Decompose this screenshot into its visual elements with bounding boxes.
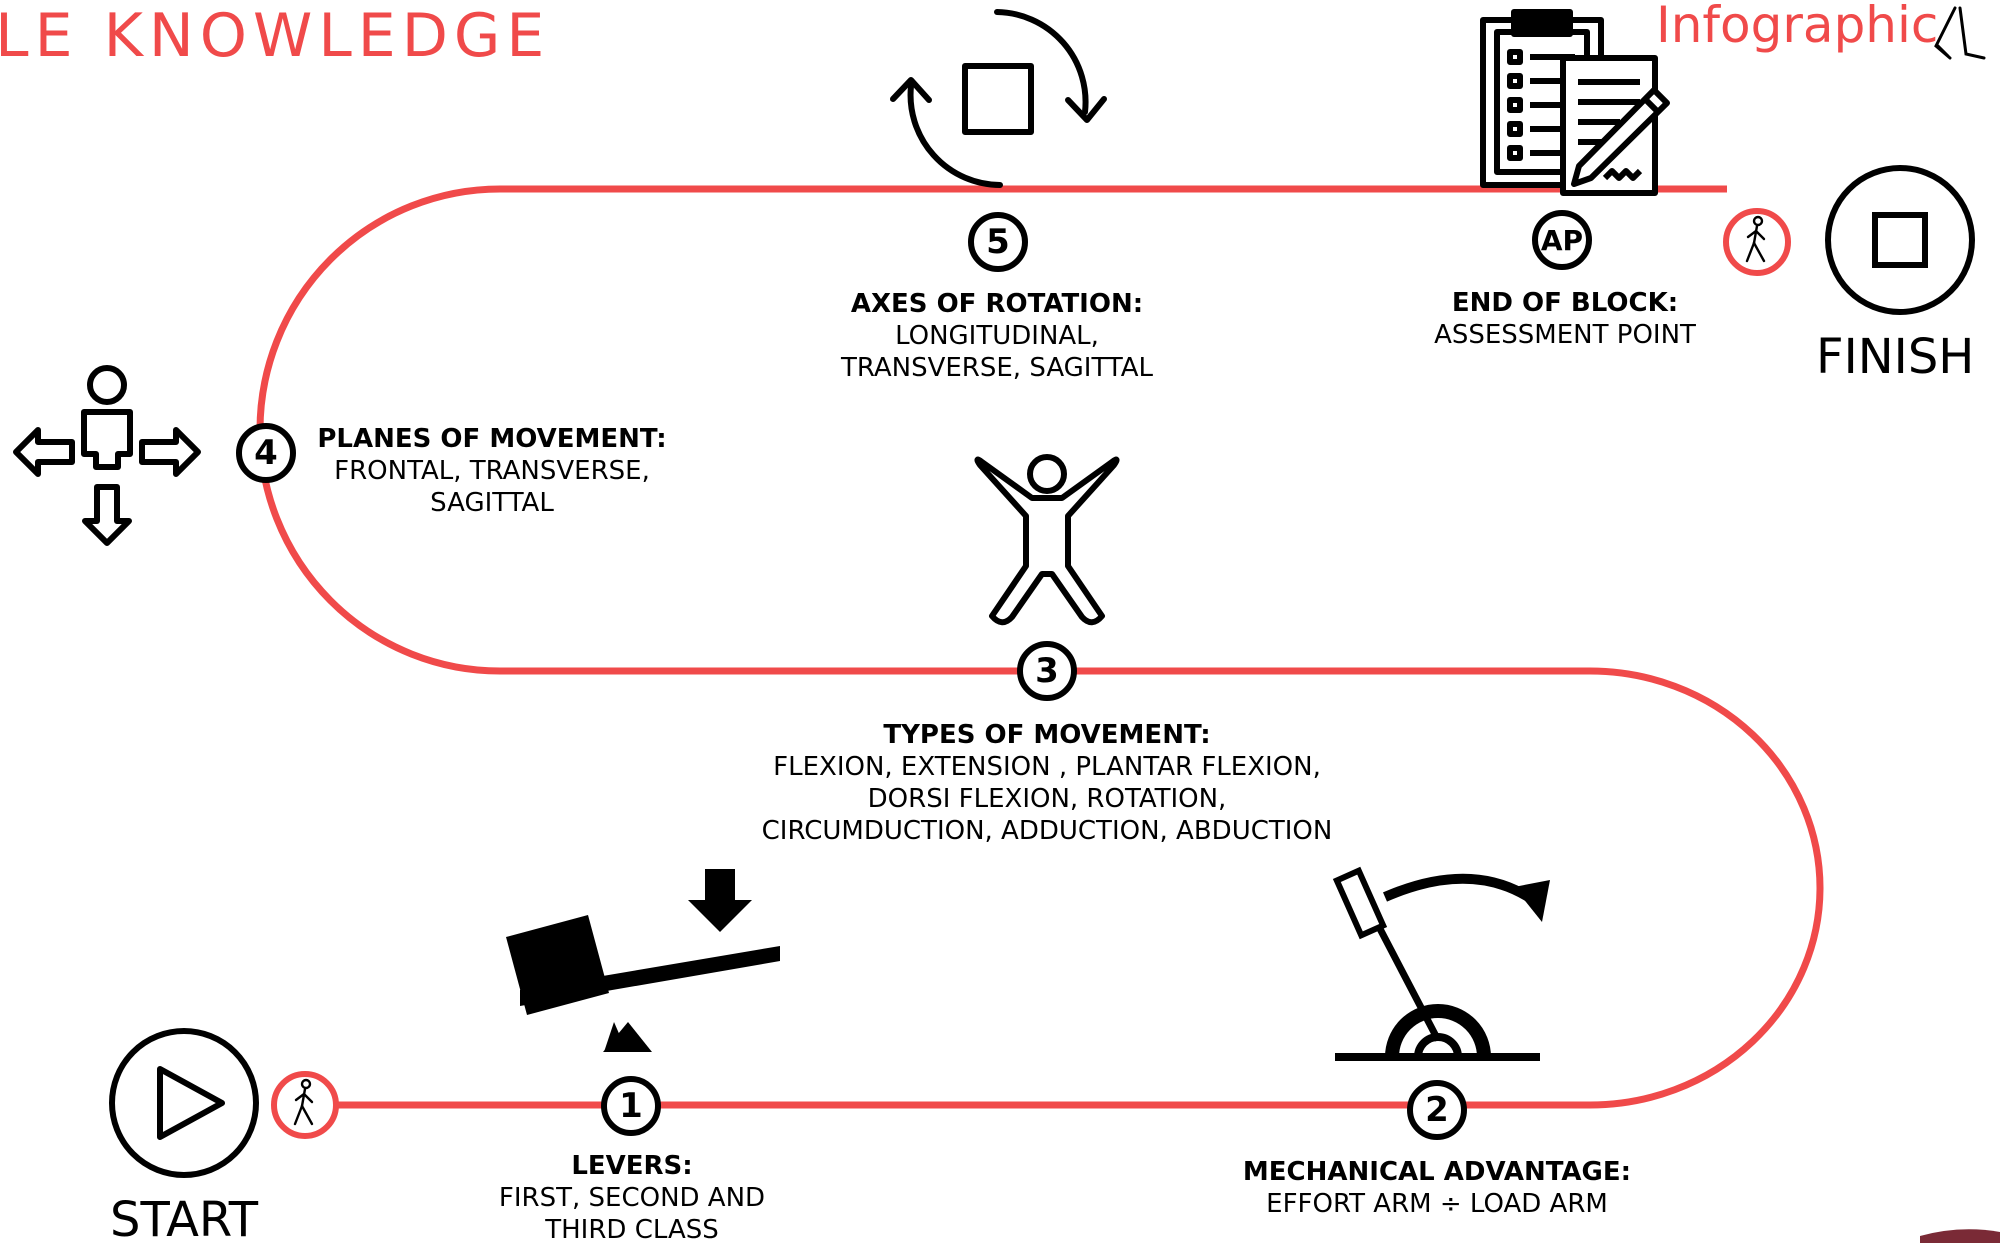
play-icon [109, 1028, 259, 1178]
stop-line: SAGITTAL [430, 488, 554, 518]
stop-line: FRONTAL, TRANSVERSE, [334, 456, 650, 486]
stop-line: FIRST, SECOND AND [498, 1183, 766, 1213]
stop-label-mechanical-advantage: MECHANICAL ADVANTAGE: EFFORT ARM ÷ LOAD … [1237, 1156, 1637, 1220]
stop-marker-1: 1 [601, 1076, 661, 1136]
stop-line: EFFORT ARM ÷ LOAD ARM [1266, 1189, 1608, 1219]
stop-line: CIRCUMDUCTION, ADDUCTION, ABDUCTION [761, 816, 1333, 846]
stop-line: TRANSVERSE, SAGITTAL [840, 353, 1154, 383]
stop-title: LEVERS: [571, 1151, 693, 1181]
stop-line: THIRD CLASS [545, 1215, 719, 1245]
stop-label-planes-of-movement: PLANES OF MOVEMENT: FRONTAL, TRANSVERSE,… [312, 423, 672, 519]
stop-marker-3: 3 [1017, 641, 1077, 701]
stop-title: AXES OF ROTATION: [850, 289, 1144, 319]
person-arrows-icon [13, 365, 201, 546]
brand-infographic: Infographic [1656, 0, 1939, 54]
joystick-icon [1332, 866, 1550, 1061]
finish-label: FINISH [1816, 329, 1975, 385]
stop-title: MECHANICAL ADVANTAGE: [1242, 1157, 1632, 1187]
pie-fragment [1920, 1229, 2000, 1243]
stop-marker-ap: AP [1532, 210, 1592, 270]
start-walker-icon [271, 1071, 339, 1139]
stop-label-axes-of-rotation: AXES OF ROTATION: LONGITUDINAL, TRANSVER… [822, 288, 1172, 384]
header-title: BLE KNOWLEDGE [0, 1, 551, 71]
stop-label-levers: LEVERS: FIRST, SECOND AND THIRD CLASS [482, 1150, 782, 1246]
stop-title: TYPES OF MOVEMENT: [883, 720, 1211, 750]
stop-label-types-of-movement: TYPES OF MOVEMENT: FLEXION, EXTENSION , … [747, 719, 1347, 847]
journey-path [256, 185, 1824, 1109]
rotate-square-icon [890, 9, 1107, 188]
clipboard-icon [1480, 9, 1670, 196]
stop-line: DORSI FLEXION, ROTATION, [867, 784, 1227, 814]
stop-title: PLANES OF MOVEMENT: [317, 424, 667, 454]
stop-marker-4: 4 [236, 423, 296, 483]
walking-figure-icon [1934, 6, 1986, 60]
stop-title: END OF BLOCK: [1451, 288, 1679, 318]
stop-line: LONGITUDINAL, [895, 321, 1099, 351]
stop-line: FLEXION, EXTENSION , PLANTAR FLEXION, [773, 752, 1321, 782]
start-label: START [110, 1192, 259, 1248]
jumping-person-icon [974, 454, 1120, 626]
finish-walker-icon [1723, 208, 1791, 276]
stop-icon [1825, 165, 1975, 315]
stop-label-end-of-block: END OF BLOCK: ASSESSMENT POINT [1415, 287, 1715, 351]
stop-marker-2: 2 [1407, 1080, 1467, 1140]
stop-line: ASSESSMENT POINT [1434, 320, 1696, 350]
lever-icon [506, 869, 780, 1052]
stop-marker-5: 5 [968, 212, 1028, 272]
